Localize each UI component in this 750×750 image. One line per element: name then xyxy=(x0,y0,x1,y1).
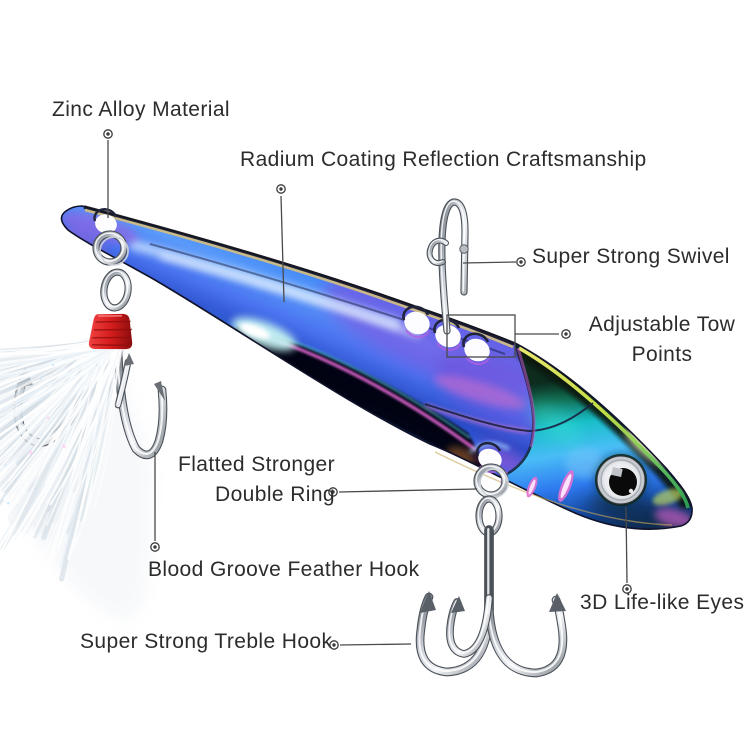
tow-point-holes xyxy=(402,305,490,365)
thread-wrap xyxy=(88,313,133,350)
callout-line-swivel xyxy=(462,261,517,264)
callout-line-radium xyxy=(280,195,285,303)
callout-line-ring xyxy=(338,488,478,493)
label-tow-points-line2: Points xyxy=(631,343,693,366)
lure-body xyxy=(60,205,693,530)
callout-line-eyes xyxy=(625,506,628,584)
tail-hole xyxy=(93,208,118,234)
label-tow-points-line1: Adjustable Tow xyxy=(588,313,736,336)
tow-points-bracket xyxy=(446,314,516,358)
label-swivel: Super Strong Swivel xyxy=(532,245,730,268)
label-zinc-alloy: Zinc Alloy Material xyxy=(52,98,230,121)
label-double-ring-line1: Flatted Stronger xyxy=(178,453,335,476)
callout-markers xyxy=(103,129,632,650)
rear-treble-hook xyxy=(415,463,568,678)
label-feather-hook: Blood Groove Feather Hook xyxy=(148,558,420,581)
callout-lines xyxy=(107,140,628,646)
label-eyes: 3D Life-like Eyes xyxy=(580,591,745,614)
label-double-ring-line2: Double Ring xyxy=(215,483,335,506)
front-split-ring xyxy=(92,230,132,312)
lure-eye xyxy=(595,454,647,506)
feather-treble-hook xyxy=(0,331,168,622)
snap-swivel xyxy=(426,198,469,335)
label-radium-coating: Radium Coating Reflection Craftsmanship xyxy=(240,148,647,171)
label-treble-hook: Super Strong Treble Hook xyxy=(80,630,333,653)
callout-line-treble xyxy=(339,643,412,646)
rear-split-ring xyxy=(475,465,506,495)
